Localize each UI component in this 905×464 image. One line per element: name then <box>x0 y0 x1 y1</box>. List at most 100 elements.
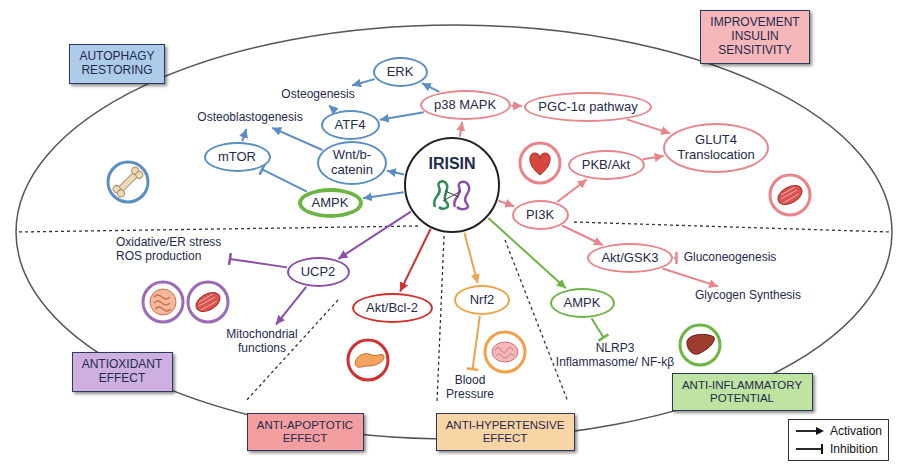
muscle-shape <box>775 182 806 209</box>
outcome-text: Osteoblastogenesis <box>193 109 307 127</box>
activation-arrow <box>511 105 522 107</box>
outcome-label: Blood Pressure <box>445 374 496 402</box>
outcome-label: NLRP3 Inflammasome/ NF-kβ <box>555 342 676 370</box>
node-label: Akt/Bcl-2 <box>365 301 420 316</box>
node-label: PI3K <box>525 208 556 223</box>
pathway-node: AMPK <box>298 188 363 218</box>
icon-ring <box>680 325 720 365</box>
pathway-node: Nrf2 <box>454 285 510 315</box>
inhibition-line <box>674 257 677 259</box>
intestine-icon <box>143 282 183 322</box>
node-label: ERK <box>386 65 415 80</box>
outcome-label: Glycogen Synthesis <box>694 289 803 303</box>
effect-box: IMPROVEMENT INSULIN SENSITIVITY <box>700 10 810 64</box>
pathway-node: UCP2 <box>287 257 350 287</box>
inhibition-line <box>592 318 604 337</box>
pathway-node: Wnt/b-catenin <box>317 141 387 185</box>
protein-chain <box>434 182 448 209</box>
pathway-node: PKB/Akt <box>568 150 645 180</box>
activation-arrow <box>498 201 514 206</box>
activation-arrow <box>627 119 671 133</box>
pancreas-shape <box>355 354 384 368</box>
intestine-folds <box>154 295 171 311</box>
bone-icon <box>108 162 148 202</box>
node-label: PKB/Akt <box>581 158 632 173</box>
outcome-text: Osteogenesis <box>277 86 359 104</box>
icon-ring <box>143 282 183 322</box>
icon-ring <box>188 282 228 322</box>
outcome-text: Blood Pressure <box>442 372 499 404</box>
inhibition-line <box>473 316 480 369</box>
pathway-node: AMPK <box>550 288 615 318</box>
activation-arrow <box>329 105 335 111</box>
bone-shape <box>112 166 145 199</box>
icon-ring <box>108 162 148 202</box>
pathway-node: PI3K <box>512 200 569 230</box>
brain-icon <box>485 332 525 372</box>
effect-box: ANTI-INFLAMMATORY POTENTIAL <box>672 373 813 410</box>
node-label: AMPK <box>563 296 602 311</box>
node-label: IRISIN <box>427 155 477 173</box>
protein-structure <box>429 177 475 213</box>
divider-line <box>17 226 418 232</box>
activation-arrow <box>272 128 322 150</box>
node-label: AMPK <box>311 196 350 211</box>
liver-shape <box>687 334 714 354</box>
icon-ring <box>770 175 810 215</box>
icon-ring <box>348 340 388 380</box>
outcome-text: Glycogen Synthesis <box>691 287 806 305</box>
activation-arrow <box>663 268 719 286</box>
divider-line <box>437 236 444 402</box>
node-label: Wnt/b-catenin <box>330 148 374 178</box>
intestine-shape <box>150 289 176 315</box>
divider-line <box>574 222 890 232</box>
inhibition-line <box>230 259 287 267</box>
activation-arrow <box>352 79 375 85</box>
node-label: PGC-1α pathway <box>537 100 639 115</box>
outcome-text: NLRP3 Inflammasome/ NF-kβ <box>552 340 679 372</box>
muscle-shape <box>193 289 224 316</box>
icon-ring <box>485 332 525 372</box>
divider-line <box>505 240 568 402</box>
icon-ring <box>520 143 560 183</box>
effect-box: ANTIOXIDANT EFFECT <box>72 352 173 392</box>
legend-arrowhead <box>816 427 824 435</box>
effect-label: IMPROVEMENT INSULIN SENSITIVITY <box>709 16 801 57</box>
effect-label: ANTI-INFLAMMATORY POTENTIAL <box>681 379 804 405</box>
pathway-node: Akt/GSK3 <box>587 243 673 273</box>
effect-label: ANTIOXIDANT EFFECT <box>81 358 164 386</box>
effect-label: ANTI-APOPTOTIC EFFECT <box>256 419 355 445</box>
activation-arrow <box>363 192 404 198</box>
pancreas-icon <box>348 340 388 380</box>
outcome-text: Mitochondrial functions <box>222 326 302 358</box>
irisin-hub: IRISIN <box>404 137 500 233</box>
legend-item: Activation <box>795 422 882 440</box>
activation-arrow <box>643 156 664 159</box>
legend-sample <box>795 425 825 437</box>
activation-arrow <box>387 171 404 175</box>
effect-box: ANTI-HYPERTENSIVE EFFECT <box>436 413 575 450</box>
outcome-label: Osteoblastogenesis <box>196 111 304 125</box>
effect-box: ANTI-APOPTOTIC EFFECT <box>247 413 364 450</box>
node-label: mTOR <box>217 150 258 165</box>
activation-arrow <box>380 112 424 120</box>
node-label: GLUT4 Translocation <box>676 133 756 163</box>
outcome-label: Mitochondrial functions <box>225 328 299 356</box>
legend-item: Inhibition <box>795 440 882 458</box>
pathway-node: PGC-1α pathway <box>524 92 652 122</box>
muscle-icon <box>188 282 228 322</box>
pathway-node: ATF4 <box>321 110 380 140</box>
muscle-fibres <box>781 187 799 203</box>
heart-icon <box>520 143 560 183</box>
node-label: Akt/GSK3 <box>600 251 660 266</box>
activation-arrow <box>557 180 587 203</box>
legend-box: ActivationInhibition <box>788 419 889 461</box>
bone-end <box>134 170 144 180</box>
outer-ellipse <box>16 25 892 439</box>
legend-sample <box>795 443 825 455</box>
muscle-fibres <box>199 294 217 310</box>
outcome-label: Gluconeogenesis <box>683 251 778 265</box>
brain-folds <box>495 348 514 359</box>
effect-label: ANTI-HYPERTENSIVE EFFECT <box>445 419 566 445</box>
pathway-node: mTOR <box>204 142 271 172</box>
